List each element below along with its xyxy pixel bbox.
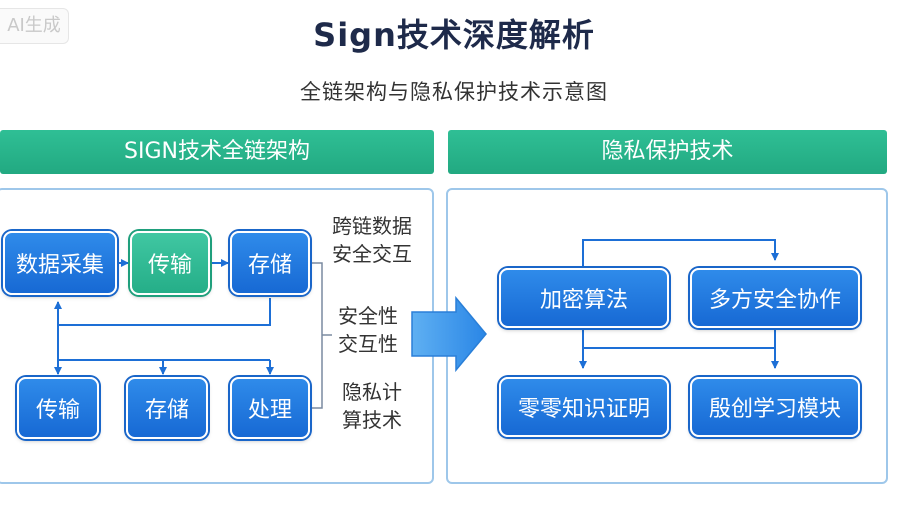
box-transmit-bottom: 传输 [17,377,99,439]
box-encryption-algorithm: 加密算法 [499,268,669,328]
label-cross-chain: 跨链数据 安全交互 [332,212,412,268]
loop-store-to-collect [54,298,271,326]
label-cross-chain-line1: 跨链数据 [332,214,412,238]
box-storage-bottom: 存储 [126,377,208,439]
label-security-interaction: 安全性 交互性 [338,302,398,358]
arrow-top-bracket [582,239,779,268]
box-learning-module: 殷创学习模块 [690,377,860,437]
big-flow-arrow [411,295,487,373]
ai-generated-watermark: AI生成 [0,8,69,44]
box-multi-party-collaboration: 多方安全协作 [690,268,860,328]
page-subtitle: 全链架构与隐私保护技术示意图 [300,80,608,104]
label-bracket [310,262,323,409]
label-security-line1: 安全性 [338,304,398,328]
label-privacy-line2: 算技术 [342,408,402,432]
label-security-line2: 交互性 [338,332,398,356]
box-data-collection: 数据采集 [3,231,117,295]
label-privacy-line1: 隐私计 [342,380,402,404]
box-transmit-top: 传输 [130,231,210,295]
label-cross-chain-line2: 安全交互 [332,242,412,266]
label-privacy-computing: 隐私计 算技术 [342,378,402,434]
box-zero-knowledge-proof: 零零知识证明 [499,377,669,437]
box-processing: 处理 [230,377,310,439]
box-storage-top: 存储 [230,231,310,295]
page-title: Sign技术深度解析 [313,16,595,54]
branch-line [57,325,270,361]
right-section-header: 隐私保护技术 [448,130,887,174]
left-section-header: SIGN技术全链架构 [0,130,434,174]
